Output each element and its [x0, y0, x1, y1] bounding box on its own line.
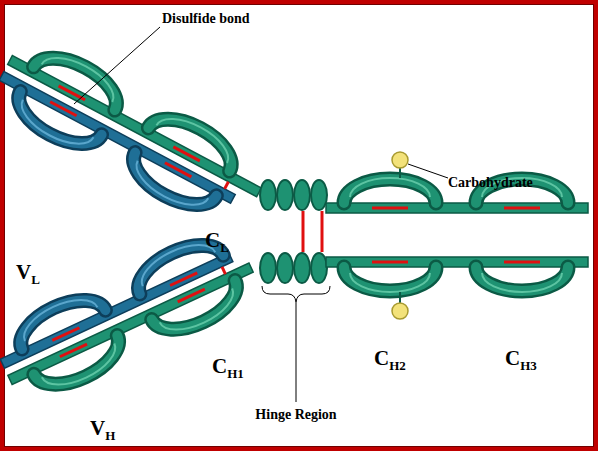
domain-label: CH2	[374, 348, 406, 372]
domain-label: CL	[205, 230, 229, 254]
domain-label: VH	[90, 418, 115, 442]
leader-lines	[74, 27, 448, 402]
carbohydrate-dot	[392, 152, 408, 168]
upper-fab-arm	[0, 34, 273, 235]
domain-label: CH3	[505, 348, 537, 372]
hinge-region	[260, 180, 327, 283]
disulfide-label: Disulfide bond	[162, 12, 250, 26]
domain-label: VL	[16, 262, 40, 286]
carbohydrate-label: Carbohydrate	[448, 176, 533, 190]
carbohydrate-dot	[392, 303, 408, 319]
hinge-label: Hinge Region	[255, 408, 336, 422]
lower-fab-arm	[0, 224, 264, 407]
domain-label: CH1	[212, 356, 244, 380]
fc-region	[326, 152, 588, 319]
